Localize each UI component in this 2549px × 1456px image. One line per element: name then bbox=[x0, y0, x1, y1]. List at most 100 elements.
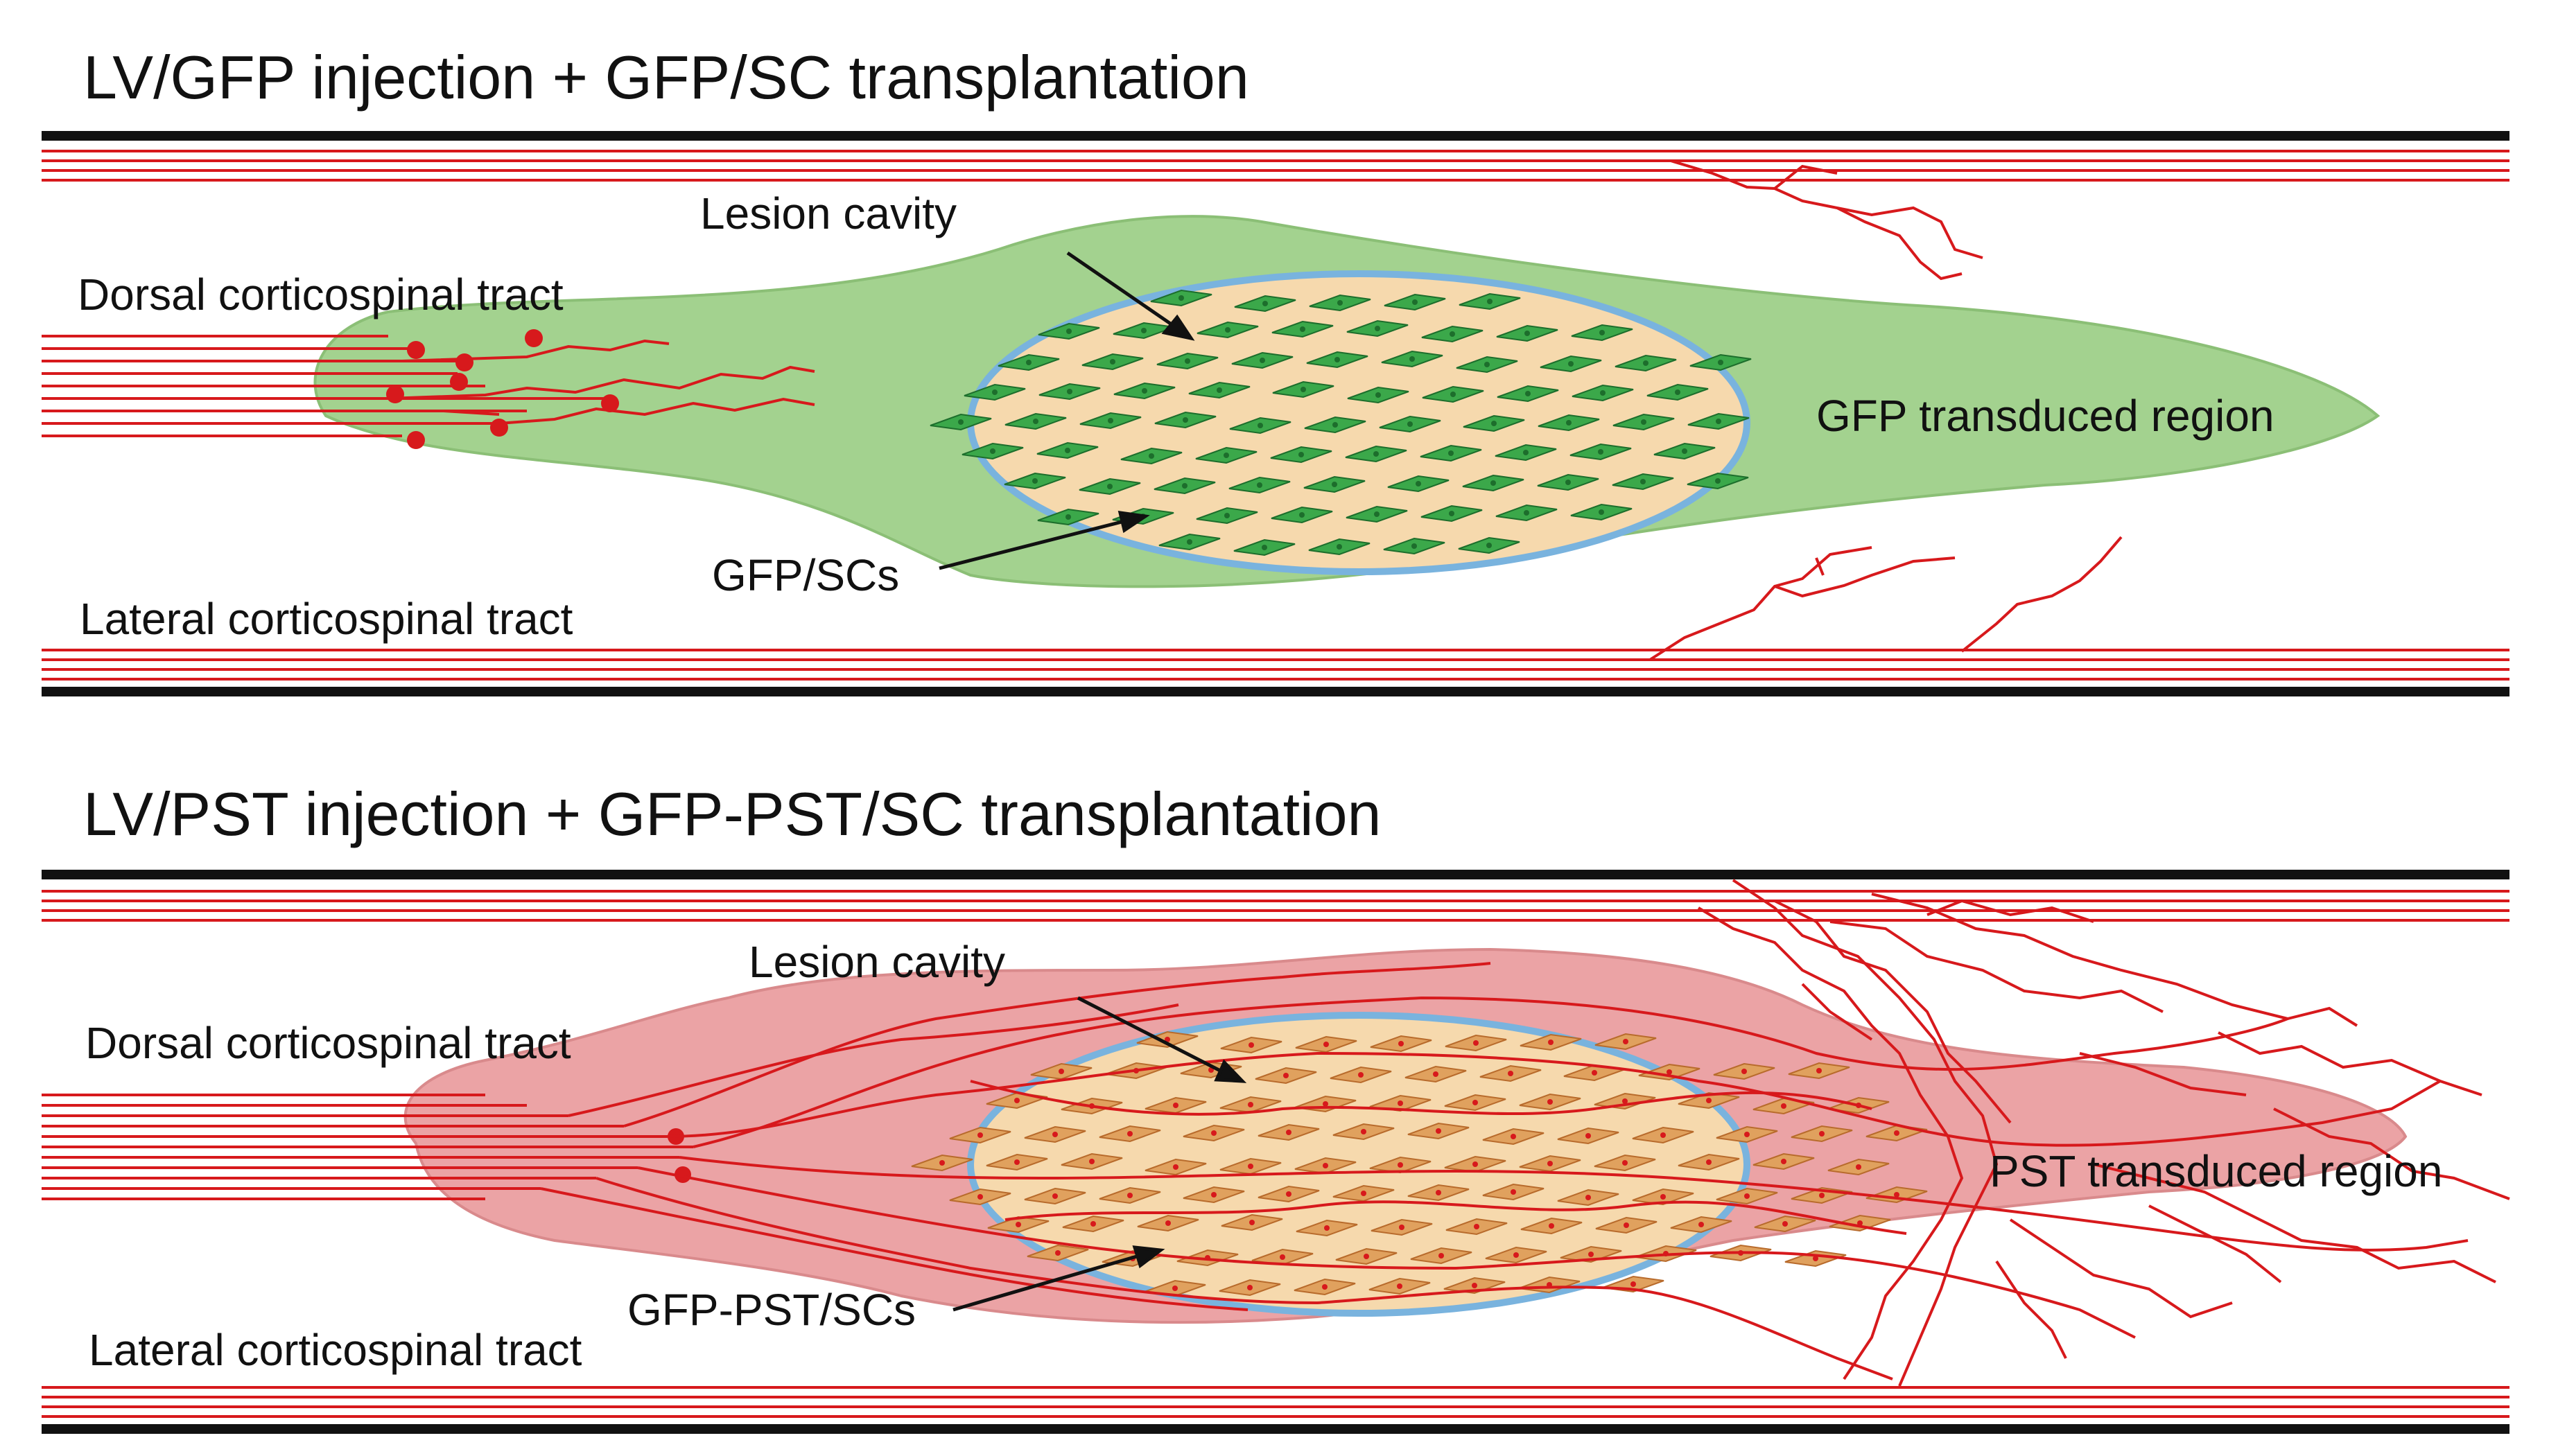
cell-nucleus bbox=[1398, 1041, 1404, 1046]
cell-nucleus bbox=[1373, 451, 1379, 457]
cell-nucleus bbox=[1283, 1073, 1289, 1078]
cell-nucleus bbox=[1641, 419, 1646, 425]
cell-nucleus bbox=[1300, 387, 1306, 392]
axon-end-bulbs bbox=[386, 329, 619, 449]
lateral-corticospinal-fibers bbox=[42, 1386, 2509, 1418]
cells-label: GFP-PST/SCs bbox=[627, 1285, 916, 1335]
cell-nucleus bbox=[1107, 484, 1113, 489]
panel-title: LV/GFP injection + GFP/SC transplantatio… bbox=[83, 43, 1249, 112]
cell-nucleus bbox=[1332, 482, 1337, 487]
cell-nucleus bbox=[1438, 1253, 1444, 1258]
cell-nucleus bbox=[1484, 362, 1490, 367]
cell-nucleus bbox=[1127, 1193, 1133, 1198]
cell-nucleus bbox=[1491, 421, 1497, 426]
cell-nucleus bbox=[1598, 449, 1603, 455]
cell-nucleus bbox=[990, 448, 995, 454]
cell-nucleus bbox=[1173, 1164, 1178, 1170]
cell-nucleus bbox=[1565, 480, 1571, 485]
panel-title: LV/PST injection + GFP-PST/SC transplant… bbox=[83, 780, 1382, 848]
cell-nucleus bbox=[1411, 543, 1417, 549]
cell-nucleus bbox=[1473, 1040, 1479, 1046]
cell-nucleus bbox=[1225, 327, 1230, 333]
cell-nucleus bbox=[1407, 421, 1413, 427]
cell-nucleus bbox=[1600, 390, 1606, 396]
cell-nucleus bbox=[1524, 510, 1529, 516]
lesion-cavity-label: Lesion cavity bbox=[749, 937, 1005, 987]
cell-nucleus bbox=[1588, 1252, 1594, 1257]
cell-nucleus bbox=[1548, 1040, 1554, 1045]
cell-nucleus bbox=[1224, 513, 1230, 518]
cell-nucleus bbox=[1397, 1283, 1402, 1289]
cell-nucleus bbox=[1741, 1069, 1747, 1074]
cell-nucleus bbox=[1324, 1225, 1330, 1231]
cell-nucleus bbox=[1141, 328, 1147, 333]
cell-nucleus bbox=[1450, 392, 1456, 397]
cell-nucleus bbox=[1248, 1102, 1253, 1107]
cell-nucleus bbox=[1630, 1281, 1636, 1287]
cell-nucleus bbox=[1257, 482, 1262, 488]
transduced-region-label: GFP transduced region bbox=[1816, 391, 2274, 441]
cell-nucleus bbox=[1660, 1194, 1666, 1200]
cell-nucleus bbox=[1173, 1103, 1178, 1108]
cell-nucleus bbox=[1813, 1256, 1818, 1261]
dorsal-column-fibers bbox=[42, 890, 2509, 922]
cell-nucleus bbox=[1323, 1042, 1329, 1047]
cell-nucleus bbox=[1110, 359, 1115, 365]
cell-nucleus bbox=[1472, 1161, 1478, 1167]
lesion-cavity bbox=[967, 1012, 1750, 1317]
cell-nucleus bbox=[1374, 511, 1380, 517]
cell-nucleus bbox=[1781, 1103, 1786, 1109]
cell-nucleus bbox=[1399, 1225, 1404, 1230]
cell-nucleus bbox=[1472, 1283, 1477, 1288]
cell-nucleus bbox=[1026, 360, 1032, 365]
cell-nucleus bbox=[1819, 1193, 1825, 1198]
cell-nucleus bbox=[1511, 1134, 1516, 1139]
cell-nucleus bbox=[1744, 1132, 1750, 1137]
cell-nucleus bbox=[1322, 1284, 1328, 1290]
cell-nucleus bbox=[1474, 1224, 1479, 1229]
cell-nucleus bbox=[1599, 330, 1605, 335]
cell-nucleus bbox=[1260, 358, 1265, 363]
cell-nucleus bbox=[1165, 1037, 1170, 1042]
cell-nucleus bbox=[1217, 387, 1222, 393]
cell-nucleus bbox=[1248, 1164, 1253, 1169]
lateral-tract-label: Lateral corticospinal tract bbox=[80, 594, 573, 644]
cell-nucleus bbox=[977, 1132, 983, 1138]
cell-nucleus bbox=[1299, 512, 1305, 518]
cell-nucleus bbox=[1300, 326, 1305, 332]
cell-nucleus bbox=[1547, 1099, 1553, 1105]
cell-nucleus bbox=[1375, 392, 1381, 398]
cell-nucleus bbox=[1065, 448, 1070, 453]
panel-pst: LV/PST injection + GFP-PST/SC transplant… bbox=[42, 780, 2510, 1434]
cell-nucleus bbox=[1523, 450, 1529, 455]
cell-nucleus bbox=[1364, 1254, 1369, 1259]
cell-nucleus bbox=[1298, 452, 1304, 457]
cell-nucleus bbox=[1718, 360, 1723, 365]
cell-nucleus bbox=[1014, 1159, 1020, 1165]
cell-nucleus bbox=[1258, 423, 1263, 428]
cell-nucleus bbox=[1090, 1221, 1096, 1227]
cell-nucleus bbox=[1436, 1128, 1441, 1134]
cell-nucleus bbox=[1332, 422, 1338, 428]
cell-nucleus bbox=[1412, 299, 1418, 305]
cell-nucleus bbox=[1286, 1130, 1291, 1135]
cell-nucleus bbox=[1127, 1131, 1133, 1137]
dorsal-tract-label: Dorsal corticospinal tract bbox=[85, 1018, 571, 1068]
cell-nucleus bbox=[1361, 1191, 1366, 1196]
cell-nucleus bbox=[1585, 1133, 1591, 1139]
cell-nucleus bbox=[1055, 1250, 1061, 1256]
cell-nucleus bbox=[1224, 453, 1229, 458]
cell-nucleus bbox=[1183, 417, 1188, 423]
cell-nucleus bbox=[1819, 1131, 1825, 1137]
cell-nucleus bbox=[1640, 479, 1646, 484]
annotation-arrows bbox=[952, 996, 1247, 1312]
cell-nucleus bbox=[1089, 1159, 1095, 1164]
lateral-corticospinal-fibers bbox=[42, 649, 2509, 681]
cell-nucleus bbox=[1398, 1100, 1403, 1106]
cell-nucleus bbox=[1182, 483, 1187, 489]
cell-nucleus bbox=[1375, 326, 1380, 331]
cell-nucleus bbox=[1052, 1132, 1058, 1137]
cell-nucleus bbox=[1337, 300, 1343, 306]
